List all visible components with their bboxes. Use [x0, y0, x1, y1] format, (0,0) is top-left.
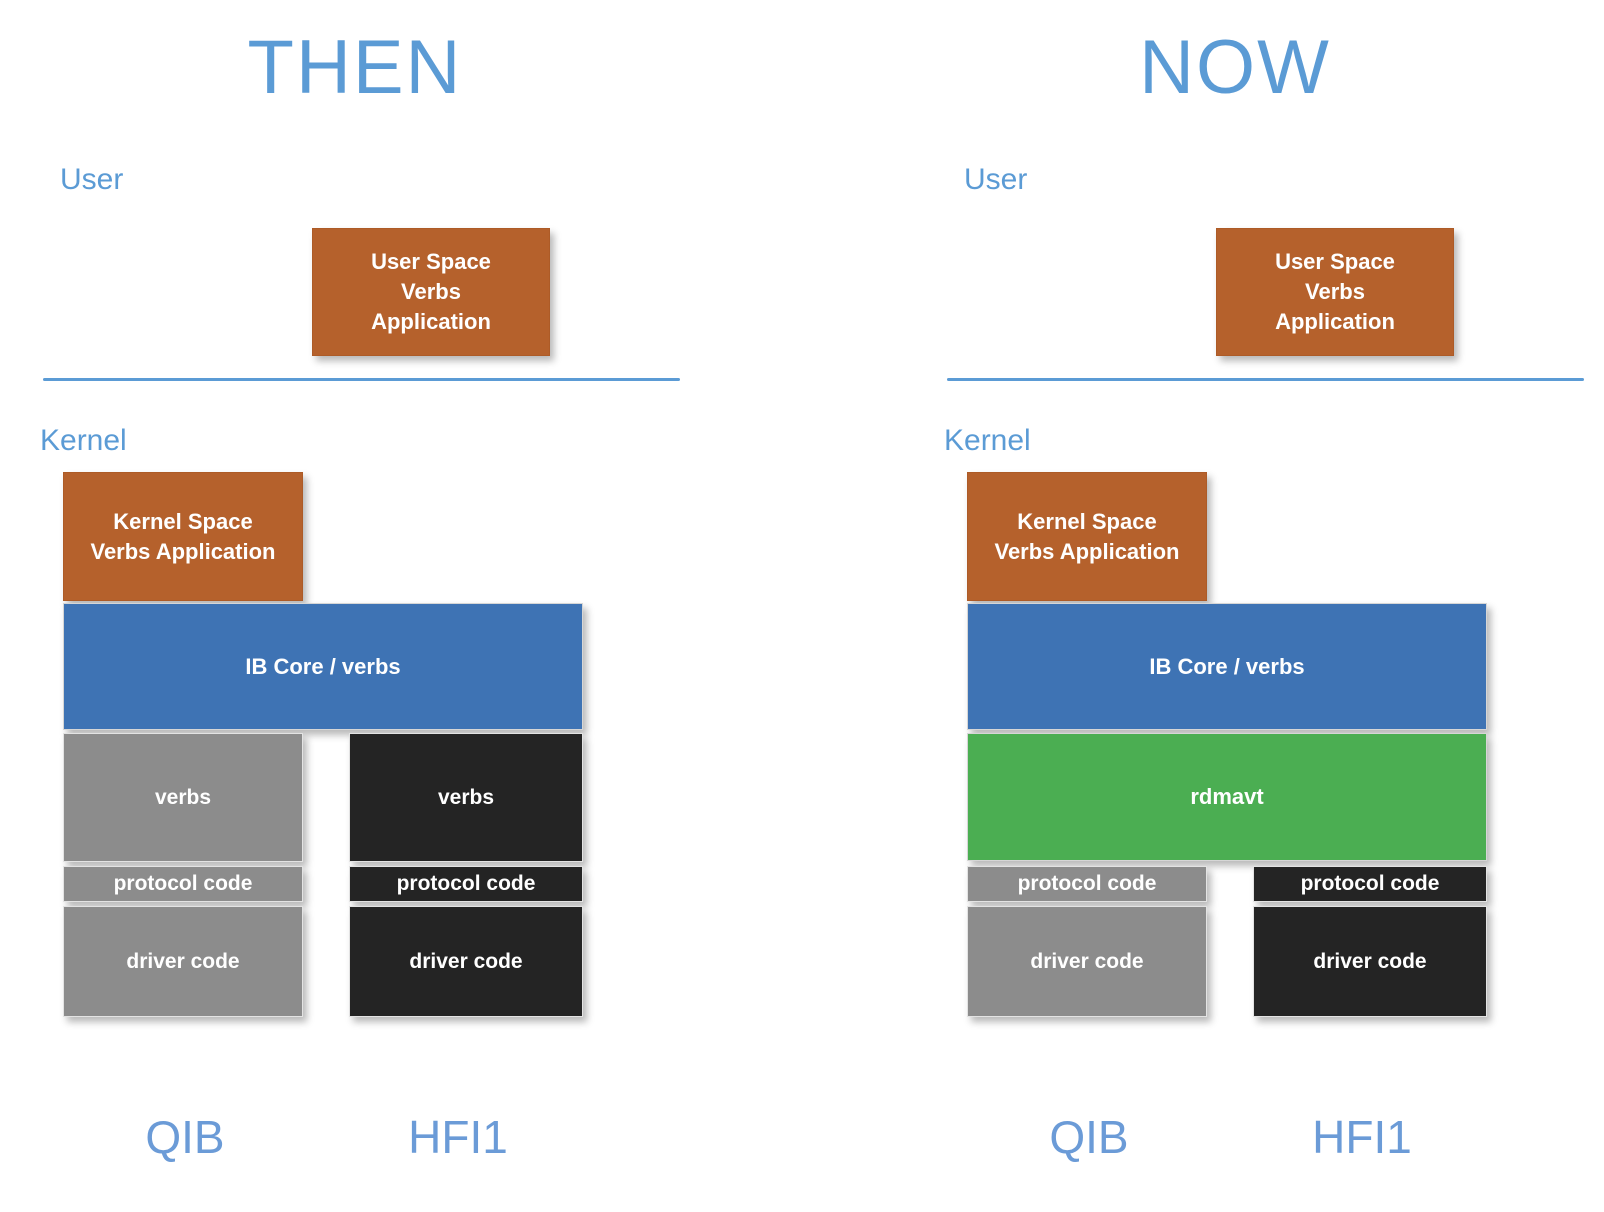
then-qib-protocol-code-text: protocol code: [113, 872, 253, 895]
now-qib-driver-code-box: driver code: [967, 906, 1207, 1017]
then-hfi1-driver-code-box: driver code: [349, 906, 583, 1017]
then-qib-protocol-code-box: protocol code: [63, 866, 303, 902]
now-kernel-zone-label: Kernel: [944, 424, 1031, 457]
then-qib-verbs-box: verbs: [63, 733, 303, 862]
now-hfi1-protocol-code-box: protocol code: [1253, 866, 1487, 902]
then-user-space-verbs-application-box: User Space Verbs Application: [312, 228, 550, 356]
now-hfi1-protocol-code-text: protocol code: [1300, 872, 1440, 895]
now-user-zone-label: User: [964, 163, 1028, 196]
now-ib-core-verbs-box: IB Core / verbs: [967, 603, 1487, 730]
then-user-space-verbs-application-text: User Space Verbs Application: [371, 249, 491, 334]
then-qib-footer-label: QIB: [145, 1111, 225, 1163]
now-panel-title: NOW: [1139, 25, 1331, 110]
then-qib-driver-code-box: driver code: [63, 906, 303, 1017]
then-hfi1-verbs-text: verbs: [437, 785, 495, 809]
then-kernel-space-verbs-application-box: Kernel Space Verbs Application: [63, 472, 303, 601]
then-user-kernel-divider: [43, 378, 680, 381]
then-hfi1-driver-code-text: driver code: [409, 949, 523, 973]
now-hfi1-driver-code-box: driver code: [1253, 906, 1487, 1017]
now-ib-core-verbs-text: IB Core / verbs: [1149, 653, 1305, 679]
now-hfi1-footer-label: HFI1: [1312, 1111, 1412, 1163]
then-hfi1-protocol-code-box: protocol code: [349, 866, 583, 902]
now-kernel-space-verbs-application-text: Kernel Space Verbs Application: [994, 508, 1180, 564]
then-qib-driver-code-text: driver code: [126, 949, 240, 973]
then-user-zone-label: User: [60, 163, 124, 196]
now-user-space-verbs-application-box: User Space Verbs Application: [1216, 228, 1454, 356]
now-kernel-space-verbs-application-box: Kernel Space Verbs Application: [967, 472, 1207, 601]
then-qib-verbs-text: verbs: [154, 785, 212, 809]
now-rdmavt-text: rdmavt: [1190, 784, 1264, 809]
now-qib-footer-label: QIB: [1049, 1111, 1129, 1163]
then-ib-core-verbs-text: IB Core / verbs: [245, 653, 401, 679]
then-hfi1-verbs-box: verbs: [349, 733, 583, 862]
then-hfi1-footer-label: HFI1: [408, 1111, 508, 1163]
now-qib-driver-code-text: driver code: [1030, 949, 1144, 973]
then-ib-core-verbs-box: IB Core / verbs: [63, 603, 583, 730]
now-qib-protocol-code-box: protocol code: [967, 866, 1207, 902]
now-user-kernel-divider: [947, 378, 1584, 381]
then-kernel-zone-label: Kernel: [40, 424, 127, 457]
then-hfi1-protocol-code-text: protocol code: [396, 872, 536, 895]
then-kernel-space-verbs-application-text: Kernel Space Verbs Application: [90, 508, 276, 564]
now-qib-protocol-code-text: protocol code: [1017, 872, 1157, 895]
then-panel-title: THEN: [247, 25, 463, 110]
now-user-space-verbs-application-text: User Space Verbs Application: [1275, 249, 1395, 334]
now-rdmavt-box: rdmavt: [967, 733, 1487, 861]
now-hfi1-driver-code-text: driver code: [1313, 949, 1427, 973]
